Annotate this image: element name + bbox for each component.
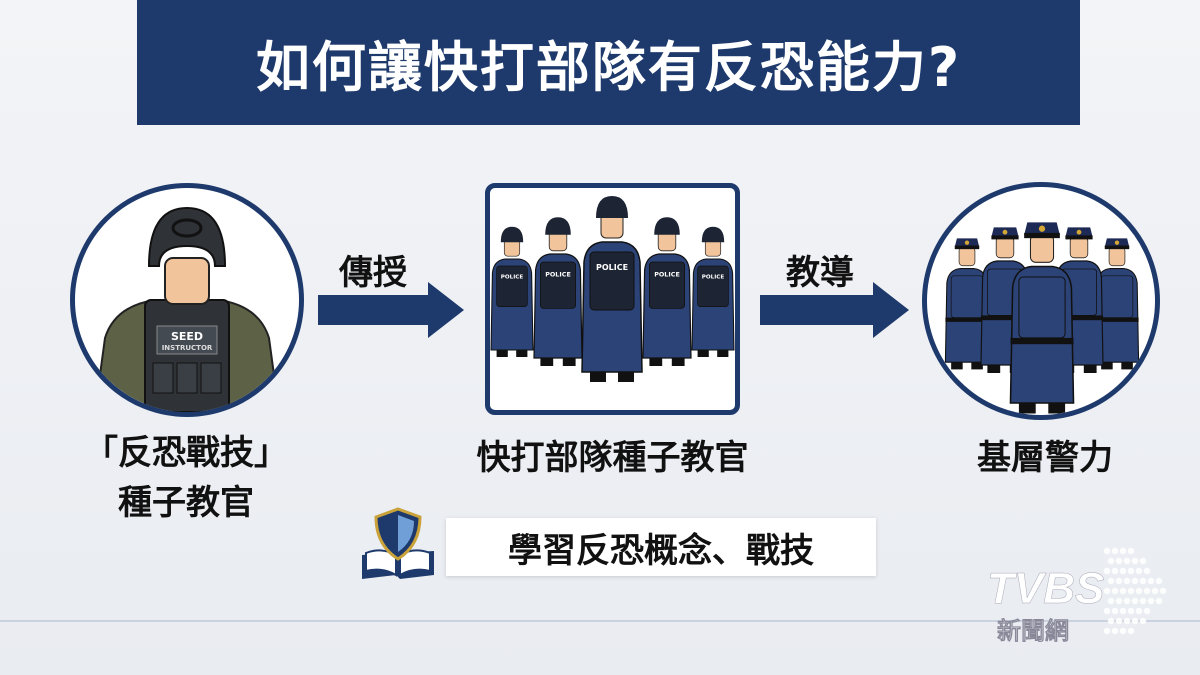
logo-dot [1143, 567, 1151, 575]
logo-dot [1123, 617, 1131, 625]
police-officer-figure [944, 238, 990, 370]
logo-dot [1111, 607, 1119, 615]
logo-dot [1111, 627, 1119, 635]
logo-dot [1135, 587, 1143, 595]
learn-concepts-label-box: 學習反恐概念、戰技 [446, 518, 876, 576]
vest-text-police: POLICE [501, 275, 524, 281]
logo-dot [1111, 567, 1119, 575]
seed-instructor-illustration: SEED INSTRUCTOR [70, 183, 304, 417]
logo-dot [1119, 587, 1127, 595]
page-title: 如何讓快打部隊有反恐能力? [255, 36, 962, 99]
left-label-line1: 「反恐戰技」 [84, 433, 288, 473]
logo-dot [1123, 577, 1131, 585]
logo-dot [1119, 607, 1127, 615]
rapid-response-instructors-illustration: POLICE POLICE POLICE POLICE POLICE [485, 183, 740, 415]
swat-officer-figure: POLICE [533, 217, 583, 366]
logo-dot [1111, 587, 1119, 595]
right-label: 基層警力 [977, 438, 1113, 478]
logo-dot [1155, 597, 1163, 605]
logo-brand: TVBS [987, 564, 1104, 613]
police-officer-figure [1094, 238, 1140, 370]
logo-dot [1115, 597, 1123, 605]
logo-dot [1127, 567, 1135, 575]
vest-text-police: POLICE [654, 270, 680, 278]
logo-dot [1159, 587, 1167, 595]
divider [0, 620, 1200, 622]
logo-dot [1127, 587, 1135, 595]
logo-dot [1135, 607, 1143, 615]
logo-dot [1155, 577, 1163, 585]
logo-dot [1123, 557, 1131, 565]
swat-officer-figure: POLICE [691, 226, 735, 357]
arrow2-label: 教導 [786, 253, 854, 293]
arrow2-shaft [760, 295, 875, 325]
vest-text-police: POLICE [545, 270, 571, 278]
logo-dot [1107, 617, 1115, 625]
logo-dot [1119, 567, 1127, 575]
logo-dot [1127, 627, 1135, 635]
logo-dot [1115, 617, 1123, 625]
logo-dot [1107, 597, 1115, 605]
tvbs-logo: TVBS 新聞網 [985, 545, 1170, 645]
logo-dot [1143, 587, 1151, 595]
logo-dot [1103, 627, 1111, 635]
title-banner: 如何讓快打部隊有反恐能力? [137, 0, 1080, 125]
arrow-right-icon [873, 282, 909, 338]
logo-dot [1143, 607, 1151, 615]
logo-dot [1103, 567, 1111, 575]
logo-dot [1139, 597, 1147, 605]
logo-dot [1135, 567, 1143, 575]
vest-text-instructor: INSTRUCTOR [162, 344, 213, 352]
logo-sub: 新聞網 [997, 617, 1069, 645]
logo-dot [1103, 547, 1111, 555]
middle-label: 快打部隊種子教官 [476, 438, 749, 478]
police-officer-figure [1009, 222, 1075, 414]
logo-dot [1127, 607, 1135, 615]
swat-officer-figure: POLICE [490, 226, 534, 357]
vest-text-police: POLICE [596, 263, 628, 272]
logo-dot [1123, 597, 1131, 605]
left-label-line2: 種子教官 [118, 483, 254, 523]
logo-dot [1131, 617, 1139, 625]
swat-officer-figure: POLICE [581, 196, 643, 382]
arrow1-label: 傳授 [339, 253, 407, 293]
logo-dot [1139, 577, 1147, 585]
vest-text-police: POLICE [702, 275, 725, 281]
logo-dot [1111, 547, 1119, 555]
shield-book-icon [358, 505, 438, 583]
swat-officer-figure: POLICE [642, 217, 692, 366]
logo-dot [1147, 597, 1155, 605]
logo-dot [1131, 557, 1139, 565]
logo-dot [1119, 547, 1127, 555]
frontline-police-illustration [922, 182, 1160, 420]
logo-dot [1139, 617, 1147, 625]
vest-text-seed: SEED [171, 330, 203, 343]
logo-dot [1127, 547, 1135, 555]
logo-dot [1103, 607, 1111, 615]
arrow1-shaft [318, 295, 430, 325]
logo-dot [1151, 587, 1159, 595]
arrow-right-icon [428, 282, 464, 338]
logo-dot [1103, 587, 1111, 595]
logo-dot [1115, 557, 1123, 565]
learn-label: 學習反恐概念、戰技 [508, 530, 814, 571]
logo-dot [1139, 557, 1147, 565]
logo-dot [1131, 597, 1139, 605]
logo-dot [1119, 627, 1127, 635]
logo-dot [1107, 577, 1115, 585]
logo-dot [1107, 557, 1115, 565]
logo-dot [1131, 577, 1139, 585]
logo-dot [1147, 577, 1155, 585]
logo-dot [1115, 577, 1123, 585]
